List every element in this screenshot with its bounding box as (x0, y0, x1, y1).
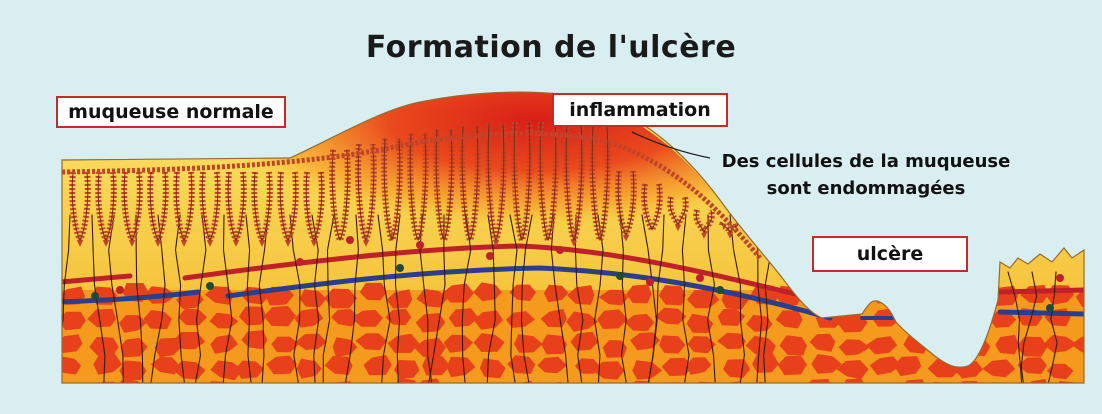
submucosa-cell (509, 381, 539, 402)
submucosa-cell (752, 382, 785, 401)
submucosa-cell (1084, 359, 1102, 376)
label-damaged-cells-line2: sont endommagées (706, 175, 1026, 202)
blood-cell (556, 246, 564, 254)
submucosa-cell (482, 384, 509, 402)
submucosa-cell (930, 288, 959, 305)
label-normal-mucosa-text: muqueuse normale (68, 101, 274, 123)
submucosa-cell (928, 312, 956, 332)
submucosa-cell (1084, 314, 1102, 333)
submucosa-cell (833, 288, 863, 307)
blood-cell (716, 286, 724, 294)
submucosa-cell (988, 286, 1018, 306)
diagram-title: Formation de l'ulcère (0, 30, 1102, 65)
label-damaged-cells-line1: Des cellules de la muqueuse (706, 148, 1026, 175)
submucosa-cell (299, 384, 331, 403)
submucosa-cell (692, 382, 721, 399)
submucosa-cell (931, 382, 956, 402)
blood-cell (296, 258, 304, 266)
blood-cell (416, 241, 424, 249)
submucosa-cell (780, 383, 807, 401)
submucosa-cell (806, 288, 834, 307)
blood-cell (116, 286, 124, 294)
label-ulcer-text: ulcère (857, 243, 923, 265)
submucosa-cell (1081, 382, 1102, 402)
blood-cell (1046, 304, 1054, 312)
submucosa-cell (602, 385, 633, 404)
submucosa-cell (988, 382, 1014, 401)
blood-cell (396, 264, 404, 272)
submucosa-cell (842, 379, 866, 398)
blood-cell (1056, 274, 1064, 282)
submucosa-cell (62, 383, 86, 402)
submucosa-cell (934, 334, 963, 354)
blood-cell (486, 252, 494, 260)
submucosa-cell (142, 383, 174, 400)
submucosa-cell (539, 382, 566, 400)
submucosa-cell (185, 385, 209, 405)
label-normal-mucosa: muqueuse normale (56, 96, 286, 128)
submucosa-cell (960, 312, 992, 331)
submucosa-cell (269, 383, 295, 400)
submucosa-cell (450, 385, 476, 402)
submucosa-cell (206, 381, 235, 399)
submucosa-cell (901, 285, 927, 303)
blood-cell (646, 278, 654, 286)
blood-cell (696, 274, 704, 282)
submucosa-cell (363, 384, 388, 405)
submucosa-cell (956, 290, 986, 307)
submucosa-cell (95, 382, 123, 397)
blood-cell (206, 282, 214, 290)
submucosa-cell (900, 307, 931, 326)
label-damaged-cells: Des cellules de la muqueuse sont endomma… (706, 148, 1026, 202)
blood-cell (91, 292, 99, 300)
submucosa-cell (237, 387, 266, 405)
submucosa-cell (1054, 381, 1080, 401)
blood-cell (616, 272, 624, 280)
vein (1000, 312, 1084, 314)
label-inflammation: inflammation (552, 93, 728, 127)
submucosa-cell (956, 381, 983, 399)
submucosa-cell (655, 382, 687, 401)
submucosa-cell (862, 385, 891, 403)
submucosa-cell (569, 384, 596, 402)
artery (1000, 290, 1084, 292)
label-ulcer: ulcère (812, 236, 968, 272)
submucosa-cell (331, 381, 355, 399)
label-inflammation-text: inflammation (569, 99, 711, 121)
blood-cell (346, 236, 354, 244)
submucosa-cell (717, 381, 748, 398)
